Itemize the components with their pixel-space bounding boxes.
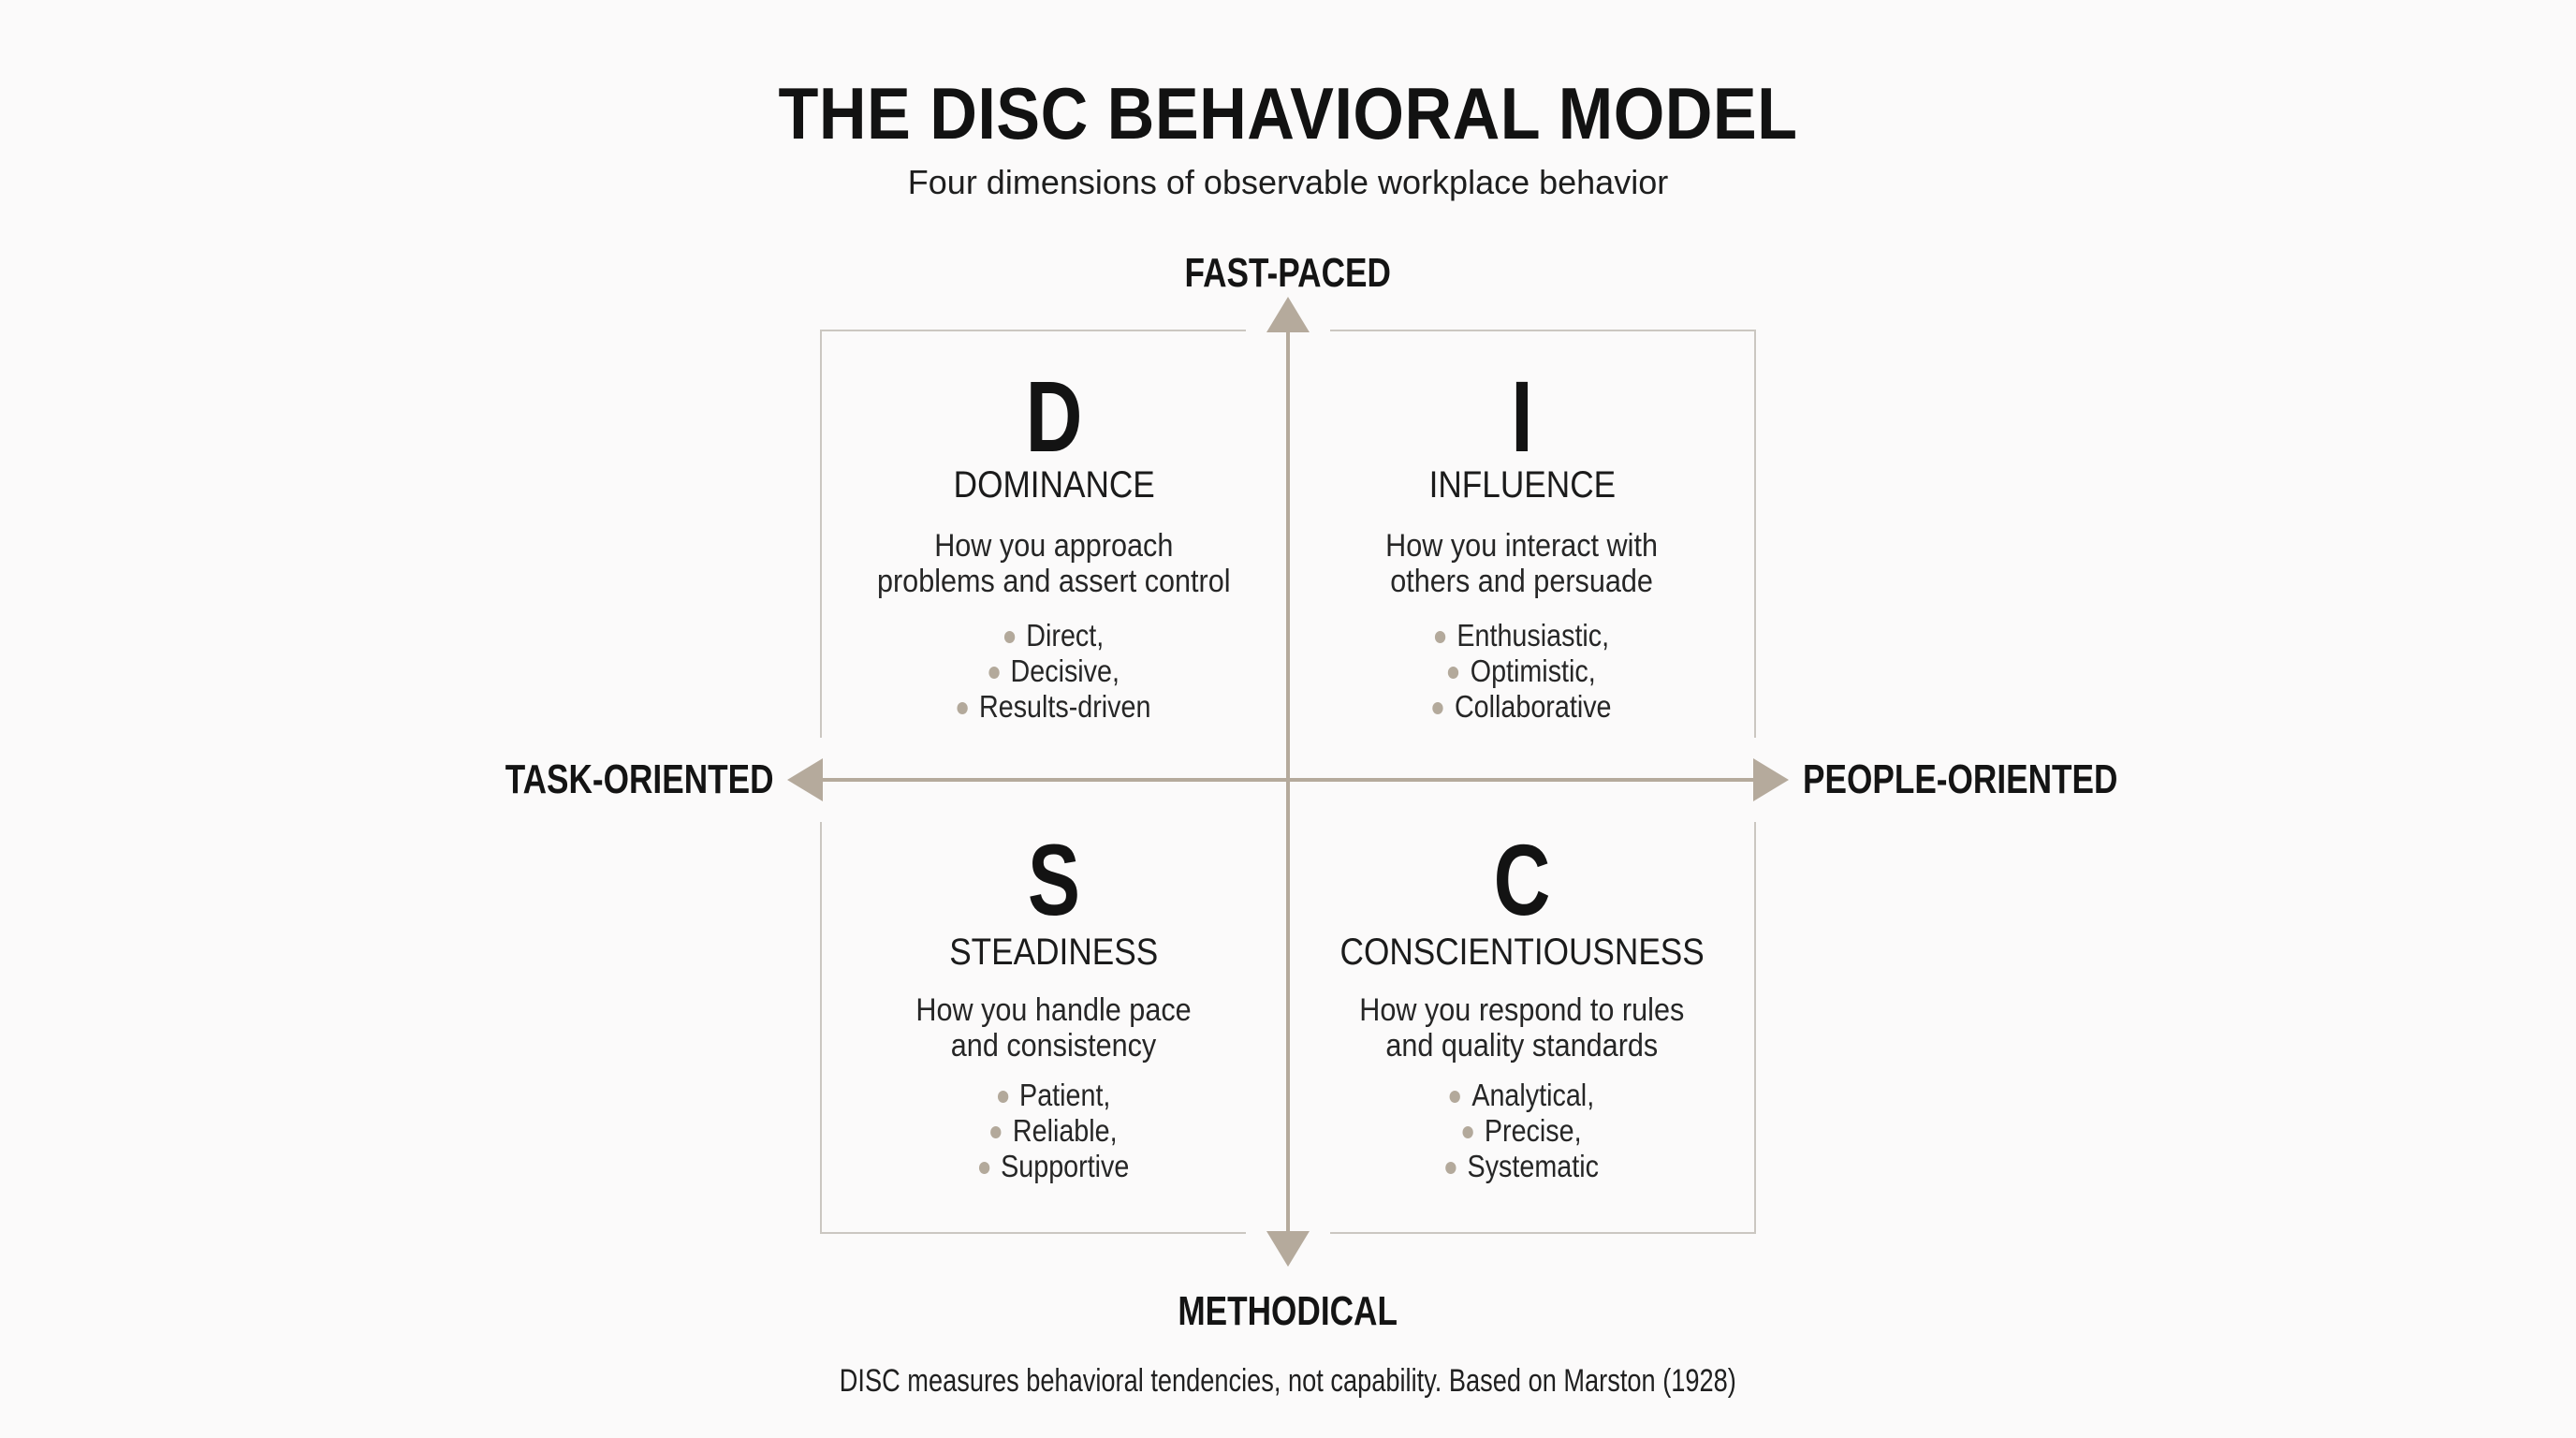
quadrant-name-dominance: DOMINANCE xyxy=(953,464,1155,506)
quadrant-description: How you interact with others and persuad… xyxy=(1385,528,1659,599)
page-title: THE DISC BEHAVIORAL MODEL xyxy=(778,72,1798,154)
quadrant-letter-c: C xyxy=(1493,823,1551,936)
trait-list: Patient, Reliable, Supportive xyxy=(820,1078,1288,1184)
trait-item: Enthusiastic, xyxy=(1319,618,1726,653)
trait-item: Optimistic, xyxy=(1319,653,1726,689)
trait-item: Decisive, xyxy=(851,653,1258,689)
trait-label: Analytical, xyxy=(1471,1078,1595,1112)
trait-label: Precise, xyxy=(1484,1113,1582,1148)
arrow-right-icon xyxy=(1753,758,1789,801)
bullet-dot-icon xyxy=(1432,701,1443,714)
trait-label: Supportive xyxy=(1001,1149,1130,1183)
trait-item: Analytical, xyxy=(1319,1078,1726,1113)
bullet-dot-icon xyxy=(1462,1125,1473,1138)
trait-item: Reliable, xyxy=(851,1113,1258,1149)
trait-label: Systematic xyxy=(1467,1149,1599,1183)
bullet-dot-icon xyxy=(957,701,968,714)
trait-label: Collaborative xyxy=(1454,689,1612,724)
quadrant-letter-i: I xyxy=(1511,360,1533,473)
quadrant-name-steadiness: STEADINESS xyxy=(949,932,1159,973)
bullet-dot-icon xyxy=(1434,630,1446,643)
trait-label: Enthusiastic, xyxy=(1456,618,1610,653)
quadrant-letter-s: S xyxy=(1027,823,1081,936)
header: THE DISC BEHAVIORAL MODEL xyxy=(0,77,2576,150)
axis-label-people-oriented: PEOPLE-ORIENTED xyxy=(1803,756,2118,802)
axis-label-fast-paced: FAST-PACED xyxy=(1184,250,1392,296)
arrow-down-icon xyxy=(1266,1231,1310,1267)
axis-label-methodical: METHODICAL xyxy=(1178,1288,1398,1334)
footnote-wrap: DISC measures behavioral tendencies, not… xyxy=(0,1362,2576,1400)
quadrant-description: How you approach problems and assert con… xyxy=(877,528,1231,599)
footnote: DISC measures behavioral tendencies, not… xyxy=(839,1363,1737,1399)
bullet-dot-icon xyxy=(1449,1090,1461,1103)
quadrant-dominance: D DOMINANCE How you approach problems an… xyxy=(820,330,1288,778)
quadrant-name-conscientiousness: CONSCIENTIOUSNESS xyxy=(1339,932,1705,973)
page-subtitle: Four dimensions of observable workplace … xyxy=(907,163,1669,201)
bullet-dot-icon xyxy=(978,1161,989,1174)
trait-list: Analytical, Precise, Systematic xyxy=(1288,1078,1756,1184)
quadrant-letter-d: D xyxy=(1025,360,1083,473)
trait-label: Decisive, xyxy=(1010,653,1120,688)
arrow-left-icon xyxy=(787,758,823,801)
bullet-dot-icon xyxy=(1003,630,1016,643)
trait-item: Systematic xyxy=(1319,1149,1726,1184)
trait-label: Direct, xyxy=(1026,618,1105,653)
trait-label: Optimistic, xyxy=(1470,653,1596,688)
quadrant-description: How you respond to rules and quality sta… xyxy=(1359,992,1685,1064)
bullet-dot-icon xyxy=(990,1125,1002,1138)
quadrant-description: How you handle pace and consistency xyxy=(915,992,1193,1064)
quadrant-conscientiousness: C CONSCIENTIOUSNESS How you respond to r… xyxy=(1288,778,1756,1226)
trait-list: Enthusiastic, Optimistic, Collaborative xyxy=(1288,618,1756,725)
quadrant-steadiness: S STEADINESS How you handle pace and con… xyxy=(820,778,1288,1226)
trait-item: Precise, xyxy=(1319,1113,1726,1149)
trait-item: Direct, xyxy=(851,618,1258,653)
trait-label: Patient, xyxy=(1019,1078,1111,1112)
bullet-dot-icon xyxy=(1445,1161,1456,1174)
trait-item: Collaborative xyxy=(1319,689,1726,725)
bullet-dot-icon xyxy=(997,1090,1008,1103)
quadrant-influence: I INFLUENCE How you interact with others… xyxy=(1288,330,1756,778)
trait-item: Results-driven xyxy=(851,689,1258,725)
axis-label-task-oriented: TASK-ORIENTED xyxy=(505,756,774,802)
bullet-dot-icon xyxy=(988,666,1000,679)
trait-label: Results-driven xyxy=(978,689,1151,724)
trait-item: Supportive xyxy=(851,1149,1258,1184)
quadrant-name-influence: INFLUENCE xyxy=(1428,464,1616,506)
bullet-dot-icon xyxy=(1448,666,1459,679)
trait-item: Patient, xyxy=(851,1078,1258,1113)
trait-list: Direct, Decisive, Results-driven xyxy=(820,618,1288,725)
subheader: Four dimensions of observable workplace … xyxy=(0,163,2576,202)
arrow-up-icon xyxy=(1266,297,1310,332)
border-gap-bottom xyxy=(1246,1226,1330,1240)
trait-label: Reliable, xyxy=(1012,1113,1118,1148)
